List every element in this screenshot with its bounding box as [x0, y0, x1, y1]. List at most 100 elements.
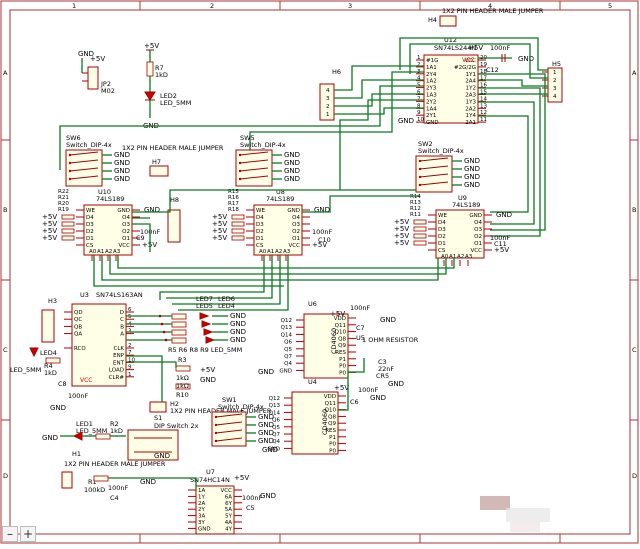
c8-value: 100nF [68, 392, 89, 400]
zoom-out-button[interactable]: – [2, 526, 18, 542]
u12-wiring [59, 37, 548, 237]
pin-label: O1 [474, 241, 482, 247]
resistor [413, 219, 427, 225]
led2-ref: LED2 [160, 92, 177, 100]
led1-indicator[interactable]: LED1 LED_5MM R2 1kD GND [42, 420, 126, 442]
s1-switch[interactable]: S1 DIP Switch 2x GND [127, 414, 199, 461]
sw5-ref: SW5 [240, 134, 255, 142]
u7-inverter[interactable]: U7 SN74HC14N 1A1Y2A2Y3A3YGNDVCC6A6Y5A5Y4… [108, 468, 276, 535]
u6-part: CD4060 [330, 328, 338, 354]
h7-header[interactable]: 1X2 PIN HEADER MALE JUMPER H7 [122, 144, 224, 177]
pin-label: QC [74, 317, 82, 323]
led4-indicator[interactable]: LED4 LED_5MM R4 1kD C8 100nF VCC GND [10, 347, 92, 412]
pin-number: 17 [480, 76, 487, 82]
pin-number: 2 [417, 62, 421, 68]
pin-label: Q4 [272, 439, 280, 445]
5v-label: +5V [394, 232, 409, 240]
r3-r10[interactable]: R3 1kΩ +5V 1kΩ R10 GND H2 1X2 PIN HEADER… [126, 355, 272, 415]
gnd-label: GND [42, 434, 58, 442]
pin-label: Q11 [335, 323, 346, 329]
row-label: B [632, 206, 636, 214]
u12-part: SN74LS244N [434, 44, 476, 52]
c4-ref: C4 [110, 494, 119, 502]
pin-label: 2A1 [465, 120, 476, 126]
pin-label: Q6 [284, 340, 292, 346]
h7-ref: H7 [152, 158, 161, 166]
h1-header[interactable]: H1 1X2 PIN HEADER MALE JUMPER R1 100kD 1… [61, 450, 166, 502]
pin-label: O4 [292, 215, 300, 221]
pin-label: 4Y [225, 526, 232, 532]
sw5-value: Switch_DIP-4x [240, 141, 286, 149]
row-label: A [3, 69, 8, 77]
pin-number: 16 [480, 83, 487, 89]
switch-node [418, 167, 422, 171]
pin-label: Q4 [284, 361, 292, 367]
pin-label: WE [256, 208, 265, 214]
gnd-label: GND [114, 167, 130, 175]
pin-label: P0 [339, 364, 346, 370]
pin-number: 10 [417, 117, 424, 123]
jp2-ref: JP2 [100, 80, 111, 88]
u9-cap-value: 100nF [490, 234, 511, 242]
u12-buffer[interactable]: 1X2 PIN HEADER MALE JUMPER H4 U12 SN74LS… [398, 7, 544, 126]
pin-label: D4 [438, 220, 446, 226]
switch-contact [239, 167, 269, 172]
u4-counter[interactable]: U4 CD4060 Q12Q13Q14Q6Q5Q7Q4GNDVDDQ11Q10Q… [262, 358, 386, 455]
resistor [61, 214, 75, 220]
r4-ref: R4 [44, 362, 53, 370]
pin-label: #2G/2G [454, 65, 476, 71]
5v-label: +5V [144, 42, 159, 50]
switch-node [238, 177, 242, 181]
sw1-value: Switch_DIP-4x [218, 403, 264, 411]
r7-led2[interactable]: +5V R7 1kD LED2 LED_5MM GND [143, 42, 191, 130]
h4-ref: H4 [428, 16, 437, 24]
h8-connector[interactable]: H8 [167, 196, 181, 243]
zoom-in-button[interactable]: + [20, 526, 36, 542]
pin-label: A [120, 332, 124, 338]
pin-label: O2 [292, 229, 300, 235]
pin-number: 6 [417, 90, 421, 96]
row-label: C [3, 346, 8, 354]
pin-label: Q7 [284, 354, 292, 360]
led4-value: LED_5MM [10, 366, 41, 374]
r4-value: 1kD [44, 369, 57, 377]
column-label: 1 [72, 2, 76, 10]
5v-label: +5V [212, 220, 227, 228]
column-label: 3 [348, 2, 352, 10]
resistor [171, 337, 187, 344]
gnd-label: GND [464, 157, 480, 165]
gnd-label: GND [262, 446, 278, 454]
pin-label: VCC [221, 488, 233, 494]
gnd-label: GND [144, 206, 160, 214]
u6-counter[interactable]: U6 CD4060 Q12Q13Q14Q6Q5Q7Q4GNDVDDQ11Q10Q… [258, 300, 419, 388]
switch-contact [239, 175, 269, 180]
sw6-ref: SW6 [66, 134, 81, 142]
c7-ref: C7 [356, 324, 365, 332]
watermark [480, 496, 550, 532]
pin-label: Q6 [272, 418, 280, 424]
h7-label: 1X2 PIN HEADER MALE JUMPER [122, 144, 224, 152]
pin-label: 1A3 [426, 93, 437, 99]
u8-cap: C10 [318, 236, 331, 244]
pin-label: CLK [113, 346, 124, 352]
5v-label: +5V [330, 310, 345, 318]
junction [164, 338, 168, 342]
h2-label: 1X2 PIN HEADER MALE JUMPER [170, 407, 272, 415]
pin-label: RES [335, 350, 346, 356]
jp2-connector[interactable]: GND +5V JP2 M02 [78, 50, 115, 95]
switch-contact [69, 159, 99, 164]
pin-label: GND [117, 208, 130, 214]
resistor [61, 235, 75, 241]
u9-cap: C11 [494, 240, 507, 248]
